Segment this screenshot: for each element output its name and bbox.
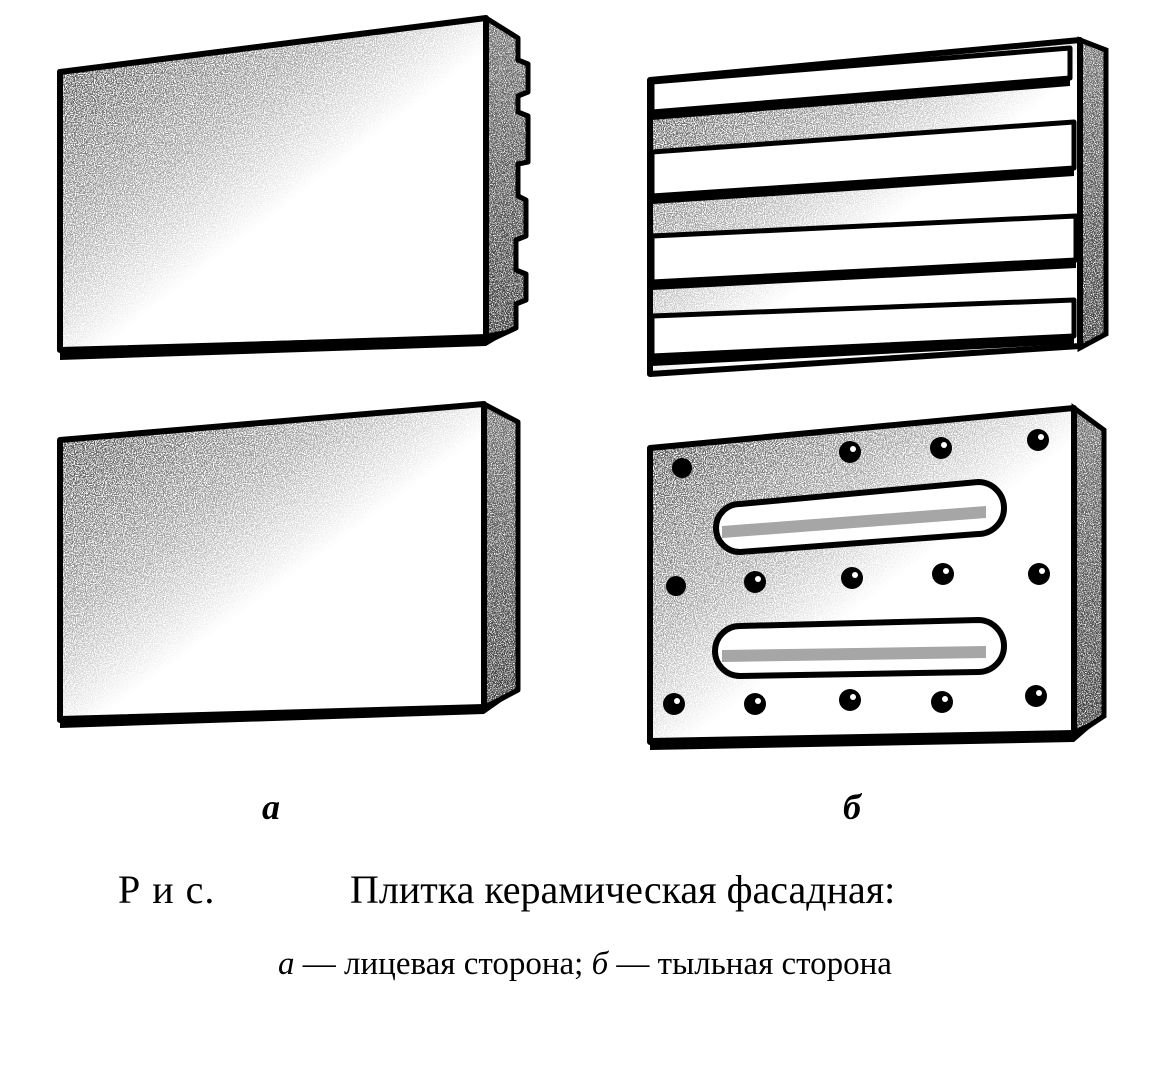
rib-3 xyxy=(649,213,1079,290)
label-b: б xyxy=(843,787,861,827)
caption-title: Плитка керамическая фасадная: xyxy=(350,867,896,912)
tile-b-bottom xyxy=(647,403,1107,750)
caption-letter-a: а xyxy=(278,946,295,982)
caption-legend: а — лицевая сторона; б — тыльная сторона xyxy=(0,946,1150,983)
caption-text-a: — лицевая сторона; xyxy=(294,946,592,982)
caption-letter-b: б xyxy=(591,946,609,982)
slot-upper xyxy=(713,478,1007,556)
mounting-holes xyxy=(663,429,1050,715)
label-a: а xyxy=(262,787,280,827)
tile-a-bottom xyxy=(57,401,521,728)
tile-b-top xyxy=(647,36,1109,377)
tile-a-top xyxy=(57,15,531,360)
caption-text-b: — тыльная сторона xyxy=(608,946,892,982)
slot-lower xyxy=(712,616,1007,680)
caption-prefix: Р и с. xyxy=(118,867,216,912)
